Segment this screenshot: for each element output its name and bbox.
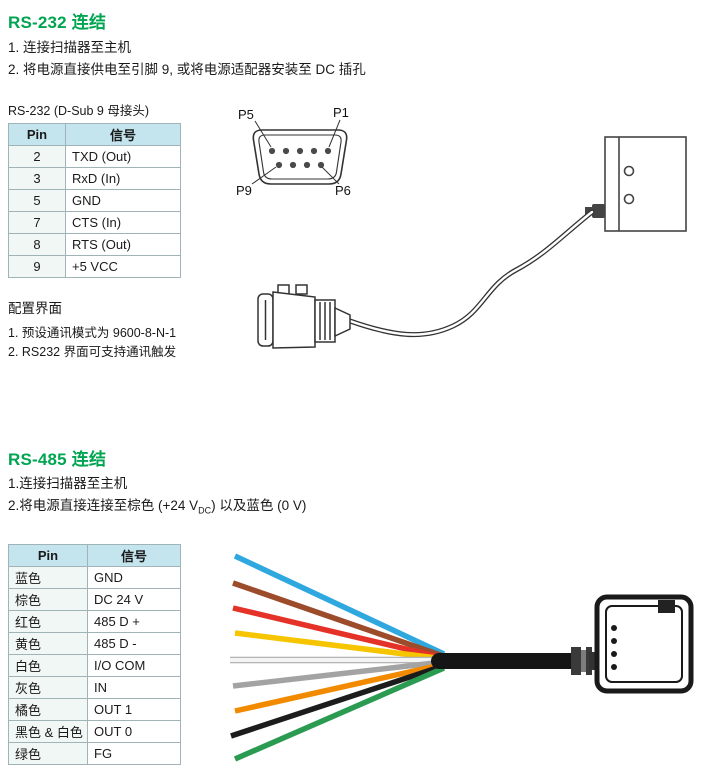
signal-cell: CTS (In): [65, 211, 181, 234]
pin-cell: 绿色: [8, 742, 88, 765]
pin-cell: 3: [8, 167, 66, 190]
wire-red: [232, 605, 445, 661]
signal-cell: RxD (In): [65, 167, 181, 190]
rs485-connection-diagram: [230, 553, 694, 762]
signal-column-header: 信号: [65, 123, 181, 146]
table-row: 5 GND: [8, 189, 181, 212]
signal-cell: GND: [87, 566, 181, 589]
pin-label-p1: P1: [333, 105, 349, 120]
wire-bundle: [230, 553, 446, 762]
signal-cell: OUT 1: [87, 698, 181, 721]
table-row: 白色 I/O COM: [8, 654, 181, 677]
wire-green: [233, 665, 446, 762]
pin-cell: 9: [8, 255, 66, 278]
pin-label-p5: P5: [238, 107, 254, 122]
pin-column-header: Pin: [8, 123, 66, 146]
pin-label-p9: P9: [236, 183, 252, 198]
signal-cell: GND: [65, 189, 181, 212]
signal-cell: RTS (Out): [65, 233, 181, 256]
table-row: 棕色 DC 24 V: [8, 588, 181, 611]
signal-cell: TXD (Out): [65, 145, 181, 168]
table-row: 9 +5 VCC: [8, 255, 181, 278]
rs232-pin-table: Pin 信号 2 TXD (Out) 3 RxD (In) 5 GND 7 CT…: [8, 123, 181, 278]
signal-column-header: 信号: [87, 544, 181, 567]
pin-column-header: Pin: [8, 544, 88, 567]
table-row: 8 RTS (Out): [8, 233, 181, 256]
rs232-connection-diagram: P5 P1 P9 P6: [236, 105, 687, 349]
scanner-cable-port: [585, 204, 605, 218]
wire-black: [230, 663, 444, 739]
rs485-step-2-text-end: ) 以及蓝色 (0 V): [211, 498, 307, 513]
pin-cell: 棕色: [8, 588, 88, 611]
table-header-row: Pin 信号: [8, 544, 181, 567]
table-row: 2 TXD (Out): [8, 145, 181, 168]
config-section-title: 配置界面: [8, 301, 62, 316]
pin-cell: 灰色: [8, 676, 88, 699]
cable-connector: [571, 647, 592, 675]
rs232-section-title: RS-232 连结: [8, 13, 107, 32]
table-row: 绿色 FG: [8, 742, 181, 765]
signal-cell: 485 D -: [87, 632, 181, 655]
config-item-1: 1. 预设通讯模式为 9600-8-N-1: [8, 326, 177, 340]
pin-leader-lines: [251, 119, 341, 185]
signal-cell: IN: [87, 676, 181, 699]
wire-gray: [232, 659, 444, 689]
rs485-step-2-text: 2.将电源直接连接至棕色 (+24 V: [8, 498, 199, 513]
signal-cell: +5 VCC: [65, 255, 181, 278]
signal-cell: I/O COM: [87, 654, 181, 677]
pin-cell: 2: [8, 145, 66, 168]
pin-cell: 红色: [8, 610, 88, 633]
pin-cell: 5: [8, 189, 66, 212]
indicator-led: [611, 664, 617, 670]
pin-cell: 橘色: [8, 698, 88, 721]
dsub9-holes: [268, 147, 332, 169]
scanner-device: [604, 136, 687, 232]
wire-blue: [233, 553, 446, 657]
indicator-led: [611, 651, 617, 657]
dsub9-face-outline: [252, 129, 348, 185]
table-row: 灰色 IN: [8, 676, 181, 699]
pin-cell: 8: [8, 233, 66, 256]
pin-cell: 7: [8, 211, 66, 234]
rs232-step-1: 1. 连接扫描器至主机: [8, 40, 132, 55]
table-row: 黑色 & 白色 OUT 0: [8, 720, 181, 743]
rs485-section-title: RS-485 连结: [8, 450, 107, 469]
indicator-led: [611, 625, 617, 631]
config-item-2: 2. RS232 界面可支持通讯触发: [8, 345, 177, 359]
table-header-row: Pin 信号: [8, 123, 181, 146]
indicator-led: [611, 638, 617, 644]
signal-cell: 485 D +: [87, 610, 181, 633]
table-row: 红色 485 D +: [8, 610, 181, 633]
table-row: 橘色 OUT 1: [8, 698, 181, 721]
table-row: 3 RxD (In): [8, 167, 181, 190]
pin-label-p6: P6: [335, 183, 351, 198]
pin-cell: 黑色 & 白色: [8, 720, 88, 743]
table-row: 黄色 485 D -: [8, 632, 181, 655]
signal-cell: OUT 0: [87, 720, 181, 743]
signal-cell: DC 24 V: [87, 588, 181, 611]
rs232-step-2: 2. 将电源直接供电至引脚 9, 或将电源适配器安装至 DC 插孔: [8, 62, 366, 77]
db9-connector: [257, 284, 351, 349]
table-row: 蓝色 GND: [8, 566, 181, 589]
rs485-step-2: 2.将电源直接连接至棕色 (+24 VDC) 以及蓝色 (0 V): [8, 494, 306, 516]
serial-cable: [347, 209, 595, 338]
rs485-step-1: 1.连接扫描器至主机: [8, 476, 128, 491]
pin-cell: 黄色: [8, 632, 88, 655]
scanner-aimer-window: [658, 600, 675, 613]
scanner-device-front: [589, 594, 694, 694]
pin-cell: 蓝色: [8, 566, 88, 589]
wire-yellow: [234, 630, 446, 662]
signal-cell: FG: [87, 742, 181, 765]
serial-cable-highlight: [348, 210, 594, 336]
pin-cell: 白色: [8, 654, 88, 677]
rs232-table-caption: RS-232 (D-Sub 9 母接头): [8, 104, 150, 118]
vdc-subscript: DC: [198, 505, 212, 516]
wire-orange: [234, 661, 446, 714]
table-row: 7 CTS (In): [8, 211, 181, 234]
wire-brown: [232, 580, 444, 659]
rs485-pin-table: Pin 信号 蓝色 GND 棕色 DC 24 V 红色 485 D + 黄色 4…: [8, 544, 181, 765]
